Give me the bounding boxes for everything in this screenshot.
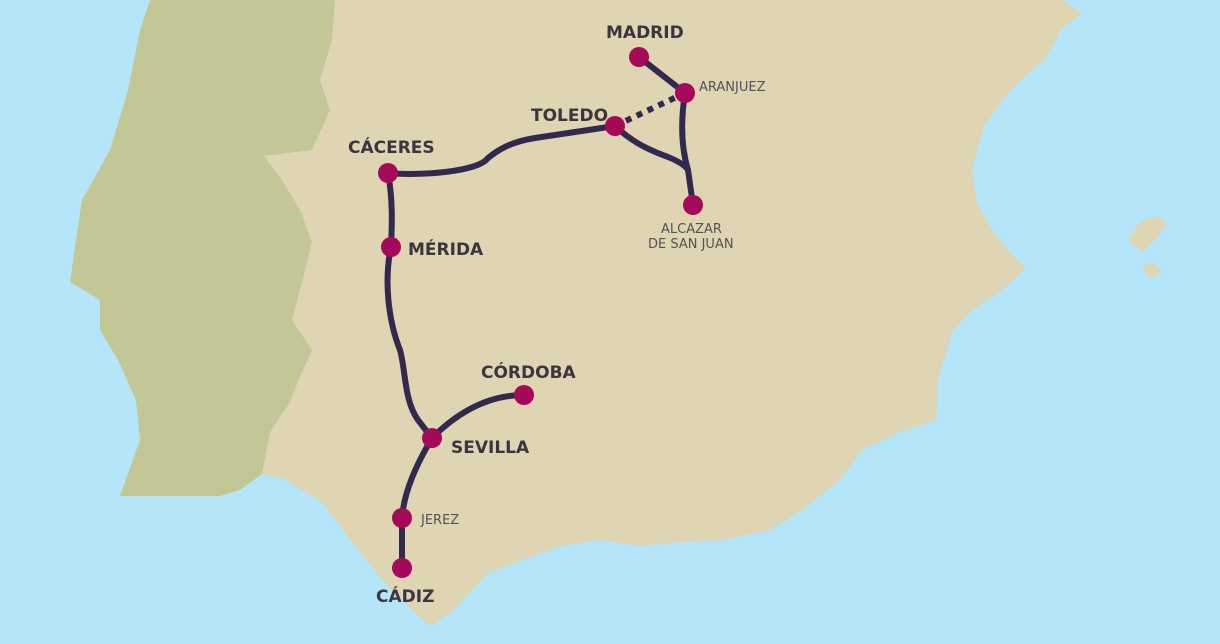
label-caceres: CÁCERES	[348, 136, 435, 158]
station-cordoba[interactable]	[514, 385, 534, 405]
route-toledo-aranjuez-planned	[613, 90, 687, 129]
route-toledo-alcazar	[612, 123, 691, 173]
label-merida: MÉRIDA	[408, 238, 484, 260]
station-sevilla[interactable]	[422, 428, 442, 448]
label-alcazar-line1: ALCAZAR	[661, 222, 722, 237]
mallorca-island	[1128, 216, 1166, 252]
label-sevilla: SEVILLA	[451, 438, 530, 458]
label-cadiz: CÁDIZ	[376, 585, 434, 607]
ibiza-island	[1142, 262, 1162, 278]
station-caceres[interactable]	[378, 163, 398, 183]
station-jerez[interactable]	[392, 508, 412, 528]
station-toledo[interactable]	[605, 116, 625, 136]
station-aranjuez[interactable]	[675, 83, 695, 103]
station-madrid[interactable]	[629, 47, 649, 67]
station-merida[interactable]	[381, 237, 401, 257]
label-aranjuez: ARANJUEZ	[699, 80, 766, 95]
label-toledo: TOLEDO	[531, 106, 608, 126]
station-cadiz[interactable]	[392, 558, 412, 578]
label-madrid: MADRID	[606, 23, 684, 43]
spain-landmass	[262, 0, 1082, 626]
label-cordoba: CÓRDOBA	[481, 361, 577, 383]
route-caceres-sevilla	[384, 170, 435, 441]
station-alcazar[interactable]	[683, 195, 703, 215]
route-toledo-caceres	[385, 123, 618, 177]
route-sevilla-cordoba	[429, 392, 527, 441]
label-jerez: JEREZ	[420, 513, 459, 528]
portugal-landmass	[70, 0, 335, 496]
label-alcazar-line2: DE SAN JUAN	[648, 237, 734, 252]
